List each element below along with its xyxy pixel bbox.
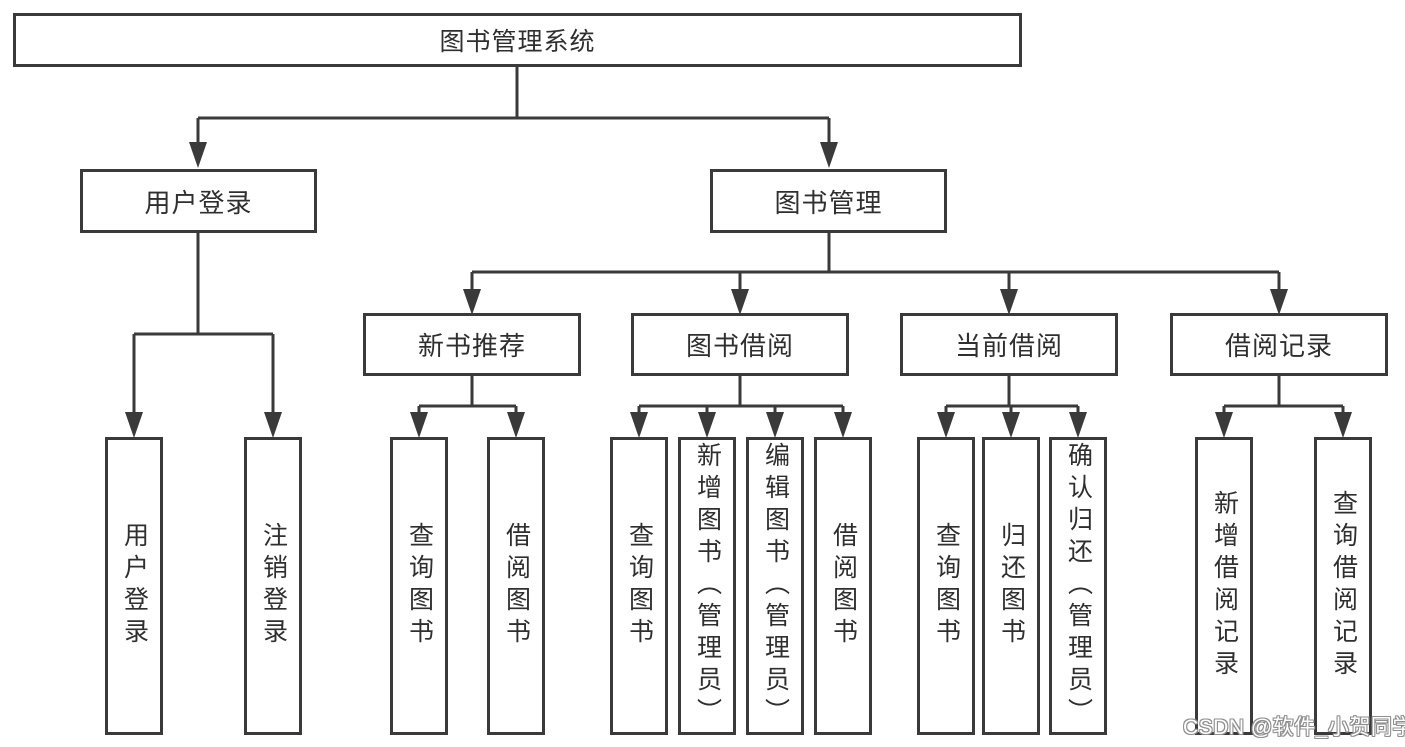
arrowhead-down-icon bbox=[1270, 289, 1288, 315]
node-root: 图书管理系统 bbox=[13, 13, 1022, 67]
connector-line bbox=[1222, 376, 1345, 412]
connector-currentborrow-to-leaves bbox=[937, 376, 1087, 438]
connector-records-to-leaves bbox=[1215, 376, 1352, 438]
leaf-label: 新增借阅记录 bbox=[1210, 490, 1239, 682]
node-leaf-user-login: 用户登录 bbox=[105, 437, 163, 735]
leaf-label: 查询图书 bbox=[405, 522, 434, 650]
node-user-login: 用户登录 bbox=[80, 169, 317, 233]
node-leaf-query-borrow-record: 查询借阅记录 bbox=[1314, 437, 1372, 735]
watermark-text: CSDN @软件_小贺同学 bbox=[1183, 716, 1405, 739]
arrowhead-down-icon bbox=[1000, 289, 1018, 315]
node-leaf-query-books-2: 查询图书 bbox=[610, 437, 668, 735]
connector-bookborrow-to-leaves bbox=[630, 376, 852, 438]
node-leaf-edit-book-admin: 编辑图书（管理员） bbox=[746, 437, 804, 735]
connector-bookmgmt-to-level2 bbox=[463, 233, 1288, 315]
arrowhead-down-icon bbox=[507, 412, 525, 438]
arrowhead-down-icon bbox=[834, 412, 852, 438]
leaf-label: 用户登录 bbox=[120, 522, 149, 650]
connector-root-to-level1 bbox=[189, 67, 838, 168]
arrowhead-down-icon bbox=[630, 412, 648, 438]
node-new-book-recommend: 新书推荐 bbox=[363, 313, 581, 376]
node-leaf-add-book-admin: 新增图书（管理员） bbox=[678, 437, 736, 735]
arrowhead-down-icon bbox=[264, 412, 282, 438]
arrowhead-down-icon bbox=[1002, 412, 1020, 438]
arrowhead-down-icon bbox=[125, 412, 143, 438]
leaf-label: 借阅图书 bbox=[502, 522, 531, 650]
arrowhead-down-icon bbox=[698, 412, 716, 438]
leaf-label: 编辑图书（管理员） bbox=[761, 442, 790, 730]
node-leaf-query-books-1: 查询图书 bbox=[390, 437, 448, 735]
connector-line bbox=[637, 376, 845, 412]
node-leaf-borrow-books-2: 借阅图书 bbox=[814, 437, 872, 735]
node-leaf-logout: 注销登录 bbox=[244, 437, 302, 735]
connector-line bbox=[470, 233, 1281, 289]
node-leaf-borrow-books-1: 借阅图书 bbox=[487, 437, 545, 735]
connector-line bbox=[417, 376, 518, 412]
arrowhead-down-icon bbox=[1069, 412, 1087, 438]
arrowhead-down-icon bbox=[1215, 412, 1233, 438]
node-book-borrowing: 图书借阅 bbox=[631, 313, 849, 376]
arrowhead-down-icon bbox=[731, 289, 749, 315]
node-leaf-add-borrow-record: 新增借阅记录 bbox=[1195, 437, 1253, 735]
connector-line bbox=[944, 376, 1080, 412]
arrowhead-down-icon bbox=[463, 289, 481, 315]
node-book-management: 图书管理 bbox=[710, 169, 947, 233]
arrowhead-down-icon bbox=[410, 412, 428, 438]
arrowhead-down-icon bbox=[766, 412, 784, 438]
leaf-label: 借阅图书 bbox=[829, 522, 858, 650]
leaf-label: 新增图书（管理员） bbox=[693, 442, 722, 730]
arrowhead-down-icon bbox=[1334, 412, 1352, 438]
node-leaf-confirm-return-admin: 确认归还（管理员） bbox=[1049, 437, 1107, 735]
leaf-label: 归还图书 bbox=[997, 522, 1026, 650]
arrowhead-down-icon bbox=[189, 142, 207, 168]
connector-line bbox=[132, 233, 275, 412]
connector-line bbox=[196, 67, 831, 144]
connector-userlogin-to-leaves bbox=[125, 233, 282, 438]
node-leaf-query-books-3: 查询图书 bbox=[917, 437, 975, 735]
leaf-label: 查询图书 bbox=[625, 522, 654, 650]
arrowhead-down-icon bbox=[937, 412, 955, 438]
leaf-label: 查询图书 bbox=[932, 522, 961, 650]
leaf-label: 确认归还（管理员） bbox=[1064, 442, 1093, 730]
leaf-label: 查询借阅记录 bbox=[1329, 490, 1358, 682]
node-leaf-return-books: 归还图书 bbox=[982, 437, 1040, 735]
node-borrow-records: 借阅记录 bbox=[1170, 313, 1388, 376]
node-current-borrowing: 当前借阅 bbox=[900, 313, 1118, 376]
connector-newbooks-to-leaves bbox=[410, 376, 525, 438]
arrowhead-down-icon bbox=[820, 142, 838, 168]
leaf-label: 注销登录 bbox=[259, 522, 288, 650]
